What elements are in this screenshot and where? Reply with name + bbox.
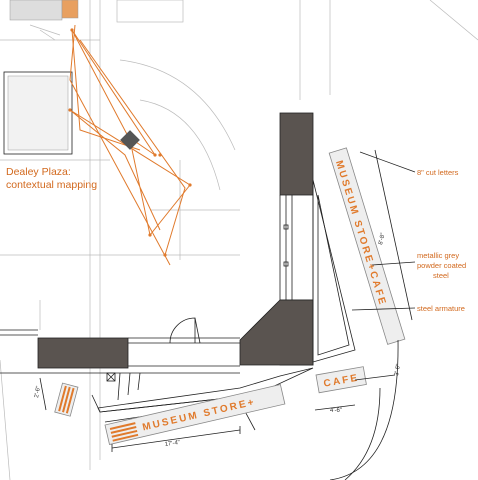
dimension-d2: 4'-6" — [330, 408, 342, 414]
context-building-block — [3, 71, 73, 155]
context-label-line1: Dealey Plaza: — [6, 166, 71, 178]
dimension-d5: 8'-8" — [378, 232, 387, 245]
wall-column-top — [279, 112, 314, 196]
contextual-mapping-lines — [68, 24, 192, 266]
annotation-finish-line1: metallic grey — [417, 251, 459, 260]
dimension-d4: 3'-6" — [394, 364, 402, 377]
vertical-sign-panel — [328, 147, 406, 345]
cafe-sign-panel — [315, 366, 367, 394]
horizontal-sign-panel — [104, 384, 286, 445]
context-building-fill — [7, 75, 69, 151]
annotation-cut-letters: 8" cut letters — [417, 168, 459, 177]
steel-armature — [91, 179, 356, 431]
dimension-lines — [39, 149, 413, 452]
door-swing — [169, 317, 196, 344]
curved-edge — [329, 339, 399, 480]
map-thumbnail-accent — [61, 0, 79, 19]
context-label-line2: contextual mapping — [6, 179, 97, 191]
landmark-marker — [120, 130, 140, 150]
wall-corner — [239, 299, 314, 366]
column-marker — [106, 372, 116, 382]
annotation-leaders — [351, 151, 416, 311]
horizontal-sign-stripes — [109, 422, 139, 442]
annotation-armature: steel armature — [417, 304, 465, 313]
annotation-finish-line3: steel — [433, 271, 449, 280]
small-sign — [54, 382, 79, 417]
building-walls — [0, 112, 314, 401]
dimension-d1: 17'-4" — [164, 440, 180, 448]
horizontal-sign: MUSEUM STORE+ — [104, 384, 286, 445]
wall-left — [37, 337, 129, 369]
cafe-sign: CAFE — [315, 366, 367, 394]
vertical-sign: MUSEUM STORE+CAFE — [328, 147, 406, 345]
annotation-finish-line2: powder coated — [417, 261, 466, 270]
dimension-d3: 2'-6" — [34, 386, 42, 399]
context-block-top — [116, 0, 184, 23]
map-thumbnail — [9, 0, 63, 21]
